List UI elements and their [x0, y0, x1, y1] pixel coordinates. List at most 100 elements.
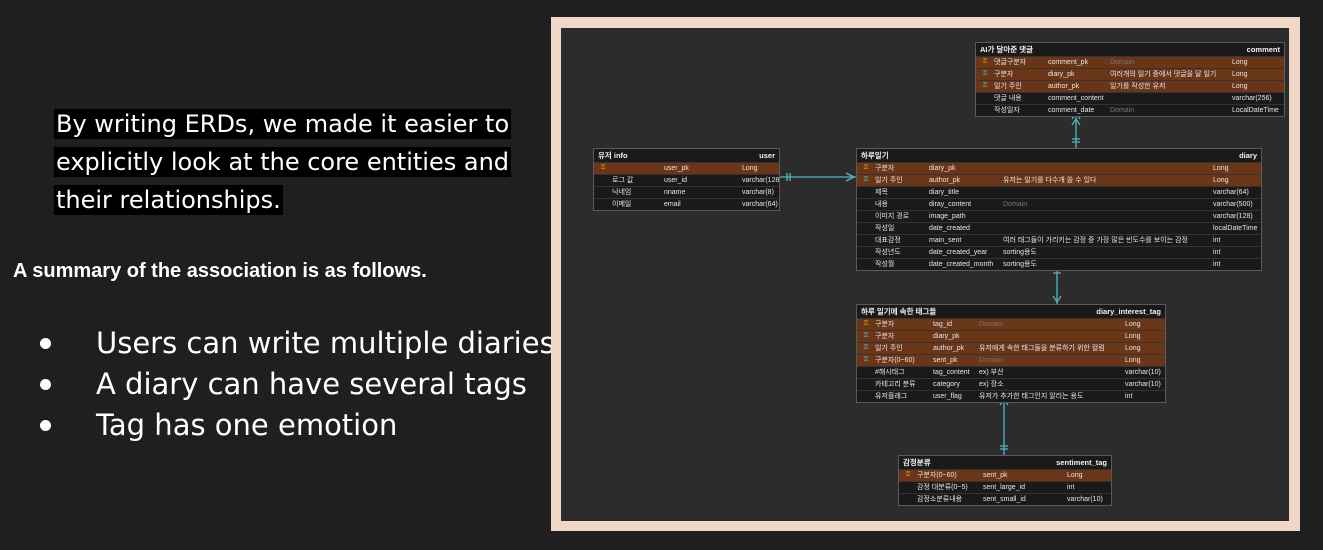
cell-logical: 구분자: [875, 321, 895, 328]
cell-type: varchar(128): [1213, 213, 1253, 220]
cell-logical: 작성일자: [994, 107, 1020, 114]
row-icon-slot: [976, 93, 992, 104]
cell-comment: Domain: [979, 321, 1004, 328]
cell-logical: 일기 주인: [994, 83, 1022, 90]
cell-physical: author_pk: [929, 177, 961, 184]
cell-type: Long: [1125, 333, 1141, 340]
row-icon-slot: [857, 223, 873, 234]
cell-logical: 닉네임: [612, 189, 632, 196]
cell-type: varchar(10): [1125, 369, 1161, 376]
cell-logical: 작성월: [875, 261, 895, 268]
row-icon-slot: [857, 199, 873, 210]
cell-type: varchar(128): [742, 177, 779, 184]
foreign-key-icon: ⚿: [863, 345, 869, 351]
cell-comment: 유저는 일기를 다수개 쓸 수 있다: [1003, 177, 1097, 184]
cell-comment: [712, 187, 740, 198]
table-label: AI가 달아준 댓글: [980, 45, 1034, 54]
table-header: 하루일기 diary: [857, 149, 1261, 162]
cell-physical: diary_pk: [1048, 71, 1075, 78]
table-label: 감정분류: [903, 458, 931, 467]
cell-physical: image_path: [929, 213, 966, 220]
cell-physical: date_created: [929, 225, 970, 232]
table-name: diary: [1239, 151, 1257, 160]
cell-logical: 구분자: [875, 333, 895, 340]
cell-type: localDateTime: [1213, 225, 1258, 232]
cell-comment: [977, 331, 1123, 342]
table-label: 하루일기: [861, 151, 889, 160]
cell-physical: author_pk: [1048, 83, 1080, 90]
primary-key-icon: ⚿: [905, 472, 911, 478]
bullet-item: Users can write multiple diaries: [40, 323, 555, 364]
cell-comment: 유저에게 속한 태그들을 분류하기 위한 컬럼: [979, 345, 1105, 352]
bullet-list: Users can write multiple diaries A diary…: [40, 323, 555, 446]
table-header: AI가 달아준 댓글 comment: [976, 43, 1284, 56]
cell-comment: [1033, 482, 1065, 493]
cell-comment: 일기를 작성한 유저: [1110, 83, 1166, 90]
cell-comment: [712, 175, 740, 186]
cell-logical: 로그 값: [612, 177, 634, 184]
cell-type: Long: [1125, 345, 1141, 352]
cell-logical: 일기 주인: [875, 177, 903, 184]
one-marker-icon: [1000, 445, 1008, 450]
cell-type: int: [1213, 249, 1221, 256]
primary-key-icon: ⚿: [982, 59, 988, 65]
row-icon-slot: [899, 482, 915, 493]
cell-type: int: [1067, 484, 1075, 491]
cell-type: varchar(10): [1125, 381, 1161, 388]
foreign-key-icon: ⚿: [863, 177, 869, 183]
cell-type: Long: [1232, 59, 1248, 66]
cell-type: Long: [1125, 357, 1141, 364]
one-marker-icon: [1072, 138, 1080, 143]
primary-key-icon: ⚿: [863, 321, 869, 327]
cell-logical: 유저플래그: [875, 393, 908, 400]
row-icon-slot: [976, 105, 992, 116]
cell-logical: 작성년도: [875, 249, 901, 256]
cell-physical: sent_small_id: [983, 496, 1026, 503]
cell-physical: user_flag: [933, 393, 962, 400]
cell-comment: ex) 부산: [979, 369, 1004, 376]
cell-physical: diray_content: [929, 201, 972, 208]
table-label: 유저 info: [598, 151, 628, 160]
cell-comment: [1108, 93, 1230, 104]
cell-comment: [1001, 187, 1211, 198]
row-icon-slot: [857, 235, 873, 246]
cell-logical: [610, 163, 662, 174]
cell-type: Long: [1232, 83, 1248, 90]
cell-type: varchar(500): [1213, 201, 1253, 208]
table-label: 하루 일기에 속한 태그들: [861, 307, 937, 316]
row-icon-slot: [857, 187, 873, 198]
table-name: comment: [1246, 45, 1280, 54]
row-icon-slot: [594, 199, 610, 210]
cell-comment: [1001, 223, 1211, 234]
cell-comment: sorting용도: [1003, 249, 1037, 256]
cell-logical: 구분자: [994, 71, 1014, 78]
cell-type: varchar(256): [1232, 95, 1272, 102]
cell-type: Long: [1213, 165, 1229, 172]
row-icon-slot: [594, 187, 610, 198]
row-icon-slot: [857, 211, 873, 222]
cell-logical: 제목: [875, 189, 888, 196]
cell-logical: 구분자(0~60): [875, 357, 915, 364]
cell-type: int: [1213, 261, 1221, 268]
